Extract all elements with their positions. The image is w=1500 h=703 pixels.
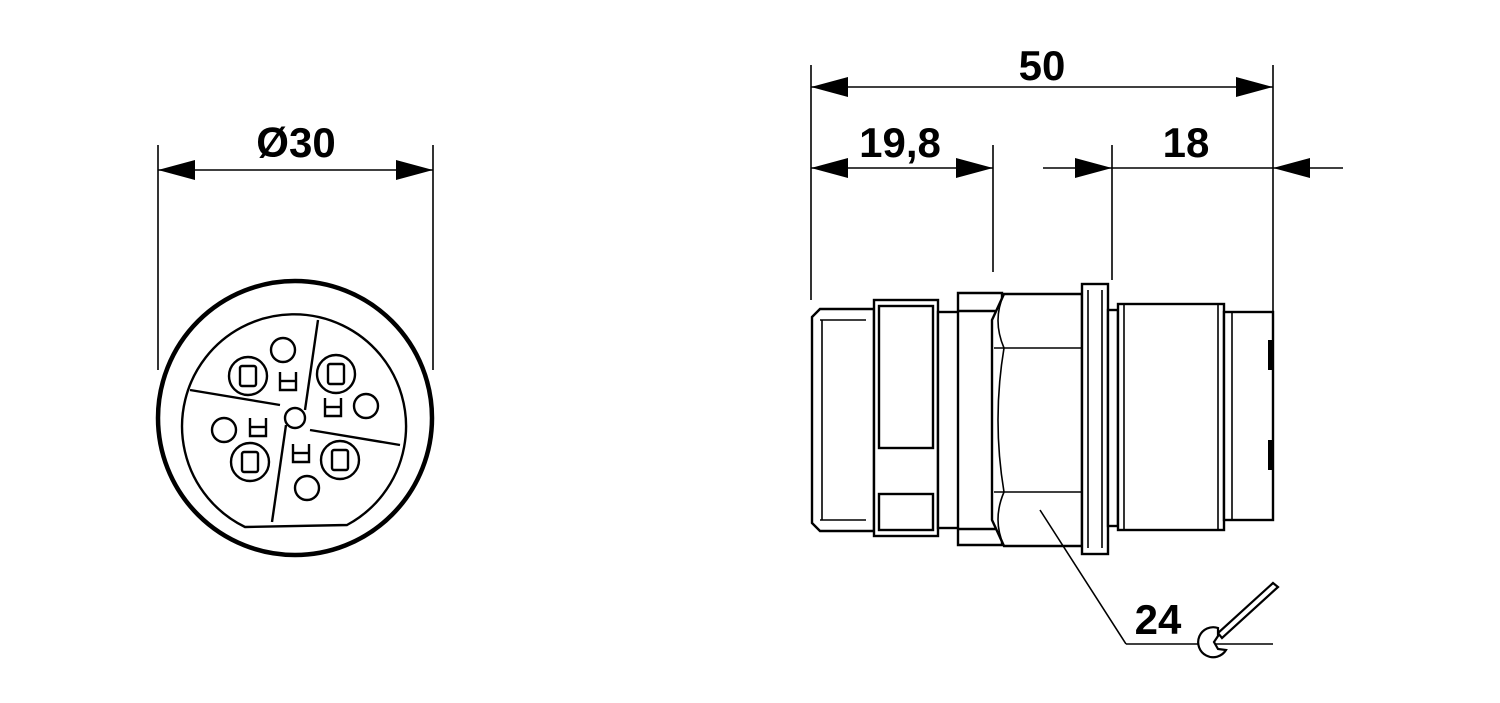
- contact-pin: [315, 353, 357, 395]
- contact-pin: [227, 355, 269, 397]
- coupling-window: [877, 492, 935, 532]
- rear-section-arrow-left: [1075, 158, 1112, 178]
- contact-hole: [293, 474, 321, 502]
- flange: [1080, 282, 1110, 556]
- center-hole: [283, 406, 307, 430]
- overall-length-label: 50: [1019, 42, 1066, 89]
- overall-arrow-left: [811, 77, 848, 97]
- front-view: Ø30: [155, 119, 435, 558]
- wrench-icon: [1197, 581, 1280, 659]
- divider-vertical-top: [303, 319, 320, 411]
- thread-body: [1116, 302, 1226, 532]
- connector-body: [810, 282, 1275, 556]
- wrench-leader-line: [1039, 509, 1127, 645]
- divider-horizontal-right: [309, 428, 401, 447]
- contact-hole: [210, 416, 238, 444]
- divider-vertical-bottom: [270, 424, 288, 523]
- coding-mark: [323, 398, 343, 418]
- thread-collar: [1106, 308, 1120, 528]
- rear-section-label: 18: [1163, 119, 1210, 166]
- front-section-label: 19,8: [859, 119, 941, 166]
- divider-horizontal-left: [189, 388, 281, 407]
- rear-section-arrow-right: [1273, 158, 1310, 178]
- contact-pin: [229, 441, 271, 483]
- wrench-size-label: 24: [1135, 596, 1182, 643]
- front-arrow-left: [158, 160, 195, 180]
- front-section-arrow-left: [811, 158, 848, 178]
- front-section-arrow-right: [956, 158, 993, 178]
- overall-arrow-right: [1236, 77, 1273, 97]
- connector-face: [155, 278, 435, 558]
- contact-hole: [269, 336, 297, 364]
- diameter-label: Ø30: [256, 119, 335, 166]
- coding-mark: [248, 418, 268, 438]
- coding-mark: [278, 372, 298, 392]
- latch-tab: [956, 291, 1004, 313]
- neck: [936, 310, 960, 530]
- hex-nut: [990, 292, 1084, 548]
- side-view: 50 19,8 18: [810, 42, 1343, 659]
- contact-pin: [319, 439, 361, 481]
- latch-tab: [956, 527, 1004, 547]
- coding-mark: [291, 444, 311, 464]
- contact-hole: [352, 392, 380, 420]
- coupling-window: [877, 304, 935, 450]
- front-arrow-right: [396, 160, 433, 180]
